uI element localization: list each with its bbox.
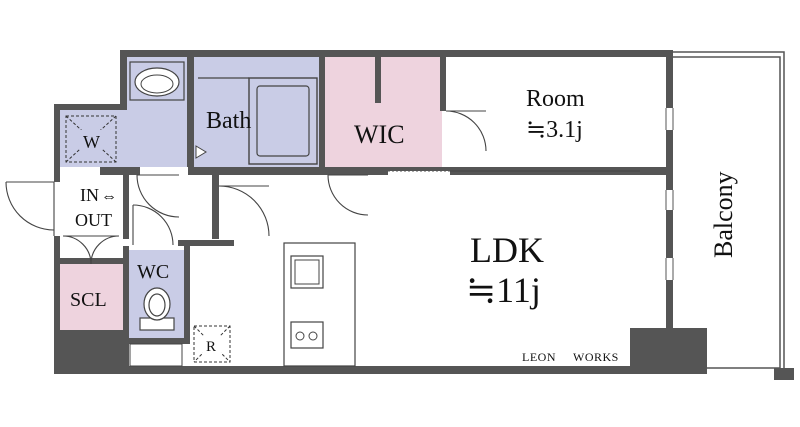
sink-basin [134,67,180,97]
kitchen-sink [290,255,324,289]
washer-box [65,115,117,163]
fridge-label: R [206,339,216,355]
ldk-size-label: ≒11j [466,270,541,310]
walls [54,50,707,374]
doors [5,110,640,265]
toilet-icon [139,287,175,331]
window-marks [388,108,674,280]
entry-in-label: IN [80,185,99,205]
entry-arrow-label: ⇔ [101,188,117,205]
scl-area [60,264,123,330]
scl-label: SCL [70,289,107,311]
balcony-post [774,368,794,380]
brand-left: LEON [522,350,556,364]
ldk-label: LDK [470,230,544,270]
entry-step [129,343,183,367]
bath-label: Bath [206,108,251,134]
bathtub [248,77,318,165]
washer-label: W [83,132,100,152]
balcony-label: Balcony [709,171,738,258]
wic-area [324,57,442,167]
drain-triangle [195,145,207,159]
entry-out-label: OUT [75,210,112,230]
burner-left [295,331,305,341]
fridge-box [193,325,231,363]
wc-label: WC [137,261,169,283]
wic-label: WIC [354,120,405,149]
burner-right [308,331,318,341]
room-label: Room [526,86,585,112]
brand-right: WORKS [573,350,619,364]
room-size-label: ≒3.1j [526,117,583,143]
